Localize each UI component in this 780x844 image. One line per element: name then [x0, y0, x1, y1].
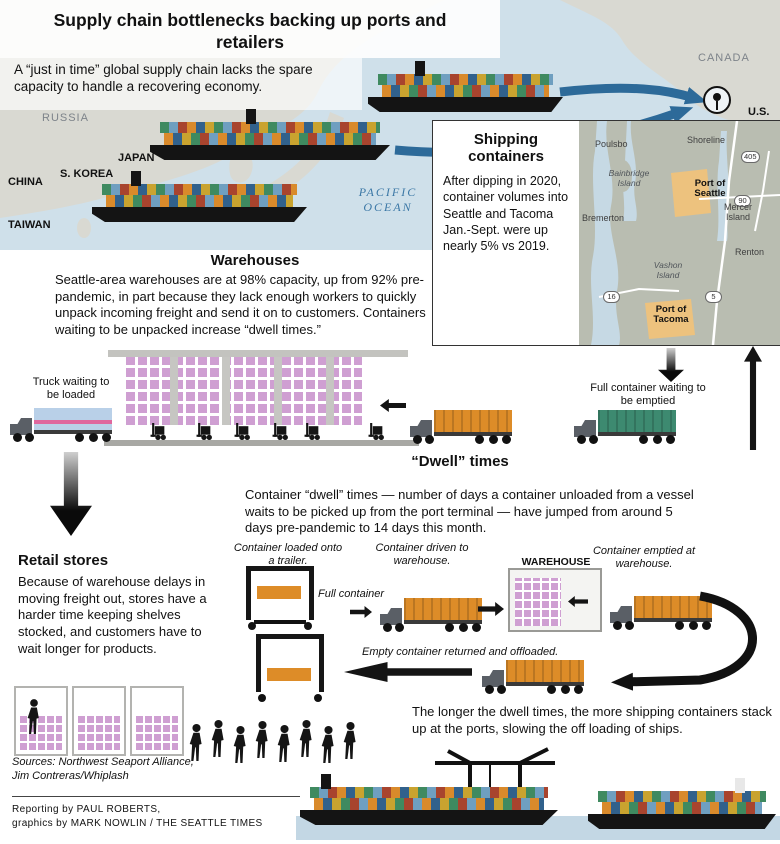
container-ship-icon: [588, 778, 776, 829]
trade-route-arrow: [559, 83, 708, 105]
shopper-icon: [277, 724, 290, 762]
warehouse-roof: [108, 350, 408, 357]
graphics-credit: graphics by MARK NOWLIN / THE SEATTLE TI…: [12, 818, 263, 829]
shopper-icon: [321, 725, 334, 763]
warehouses-body: Seattle-area warehouses are at 98% capac…: [55, 272, 426, 337]
clerk-icon: [27, 699, 39, 734]
dwell-title: “Dwell” times: [411, 453, 509, 470]
container-ship-icon: [92, 171, 307, 222]
highway-badge-405: 405: [741, 151, 760, 163]
port-of-tacoma-area: [645, 299, 695, 339]
straddle-crane-icon: [250, 634, 330, 702]
port-seattle-label: Port of Seattle: [694, 178, 726, 200]
city-mercer-island: Mercer Island: [723, 202, 752, 222]
orange-container-truck-icon: [608, 596, 712, 630]
dwell-return-curve: [611, 591, 757, 691]
dwell-step1-label: Container loaded onto a trailer.: [233, 542, 343, 568]
reporting-credit: Reporting by PAUL ROBERTS,: [12, 804, 161, 815]
shopper-icon: [343, 721, 356, 759]
map-label-china: CHINA: [8, 176, 43, 188]
store-shelf-icon: [14, 686, 68, 756]
retail-body: Because of warehouse delays in moving fr…: [18, 574, 207, 656]
warehouse-pallet-stacks: [126, 357, 362, 425]
city-poulsbo: Poulsbo: [595, 139, 628, 149]
warehouses-title: Warehouses: [210, 252, 300, 269]
flow-arrow-icon: [350, 606, 372, 618]
city-shoreline: Shoreline: [687, 135, 726, 145]
shipping-containers-callout: Shipping containers After dipping in 202…: [432, 120, 780, 346]
highway-badge-90: 90: [734, 195, 751, 207]
dwell-body: Container “dwell” times — number of days…: [245, 487, 694, 536]
forklift-icon: [368, 423, 384, 440]
sources-line1: Sources: Northwest Seaport Alliance,: [12, 756, 194, 768]
highway-badge-16: 16: [603, 291, 620, 303]
island-bainbridge: Bainbridge Island: [608, 168, 650, 188]
island-vashon: Vashon Island: [653, 260, 683, 280]
forklift-icon: [234, 423, 250, 440]
forklift-icon: [272, 423, 288, 440]
truck-waiting-label: Truck waiting to be loaded: [32, 376, 110, 402]
return-flow-arrow-icon: [344, 662, 472, 682]
map-label-russia: RUSSIA: [42, 112, 89, 124]
tacoma-flow-arrow-icon: [658, 348, 684, 382]
map-label-japan: JAPAN: [118, 152, 155, 164]
container-ship-icon: [300, 774, 558, 825]
container-ship-icon: [368, 61, 563, 112]
dwell-step3-label: Container emptied at warehouse.: [592, 545, 696, 571]
credits-divider: [12, 796, 300, 797]
dwell-warehouse-label: WAREHOUSE: [521, 556, 591, 568]
dwell-step2-label: Container driven to warehouse.: [375, 542, 469, 568]
map-label-s-korea: S. KOREA: [60, 168, 114, 180]
inbound-arrow-icon: [380, 399, 406, 412]
dwell-warehouse-building: [508, 568, 602, 632]
city-renton: Renton: [735, 247, 765, 257]
intro-text: A “just in time” global supply chain lac…: [14, 62, 313, 94]
to-retail-arrow-icon: [50, 452, 92, 536]
store-shelf-icon: [130, 686, 184, 756]
store-shelf-icon: [72, 686, 126, 756]
city-bremerton: Bremerton: [582, 213, 625, 223]
orange-container-truck-icon: [378, 598, 482, 632]
map-label-canada: CANADA: [698, 52, 750, 64]
map-label-us: U.S.: [748, 106, 770, 118]
container-ship-icon: [150, 109, 390, 160]
shoppers-row: [189, 719, 356, 763]
green-container-truck-icon: [572, 410, 676, 444]
warehouse-floor: [104, 440, 419, 446]
retail-delivery-truck-icon: [8, 408, 112, 442]
shopper-icon: [233, 725, 246, 763]
map-label-taiwan: TAIWAN: [8, 219, 51, 231]
shopper-icon: [255, 720, 268, 758]
sources-line2: Jim Contreras/Whiplash: [12, 770, 129, 782]
orange-container-truck-icon: [480, 660, 584, 694]
orange-container-truck-icon: [408, 410, 512, 444]
callout-body: After dipping in 2020, container volumes…: [443, 174, 569, 253]
ports-note: The longer the dwell times, the more shi…: [412, 704, 772, 736]
forklift-icon: [304, 423, 320, 440]
map-label-pacific-2: OCEAN: [363, 200, 413, 214]
retail-title: Retail stores: [18, 552, 109, 569]
straddle-crane-icon: [240, 566, 320, 630]
forklift-row: [150, 423, 384, 440]
return-to-port-arrow-icon: [744, 346, 762, 450]
highway-badge-5: 5: [705, 291, 722, 303]
shopper-icon: [299, 719, 312, 757]
port-of-seattle-area: [671, 169, 711, 217]
shopper-icon: [211, 719, 224, 757]
full-container-label: Full container: [318, 588, 385, 600]
forklift-icon: [150, 423, 166, 440]
map-label-pacific-1: PACIFIC: [358, 185, 418, 199]
page-title: Supply chain bottlenecks backing up port…: [53, 10, 447, 52]
unload-arrow-icon: [568, 596, 588, 607]
empty-return-label: Empty container returned and offloaded.: [362, 646, 559, 658]
warehouse-pallets: [515, 578, 561, 626]
callout-title: Shipping containers: [468, 131, 544, 166]
forklift-icon: [196, 423, 212, 440]
port-tacoma-label: Port of Tacoma: [653, 304, 689, 326]
container-waiting-label: Full container waiting to be emptied: [590, 382, 706, 408]
